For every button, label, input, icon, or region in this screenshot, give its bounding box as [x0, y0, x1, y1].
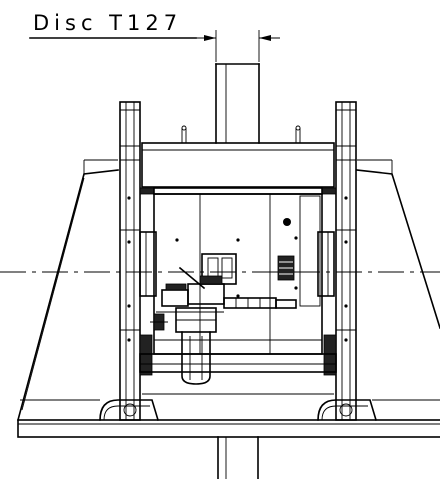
top-beam: [141, 125, 335, 188]
left-pad: [139, 231, 157, 297]
right-foot: [317, 399, 377, 421]
connector-block: [277, 255, 295, 281]
dimension-marker: [196, 30, 280, 62]
filter-canister: [175, 307, 217, 385]
left-post: [119, 101, 141, 421]
outer-housing: [17, 159, 440, 421]
right-pad: [317, 231, 335, 297]
drawing-label: Disc T127: [33, 11, 182, 35]
hatched-bands: [139, 187, 337, 376]
shaft-bottom: [217, 436, 259, 479]
lower-frame: [139, 353, 337, 395]
base-plate: [17, 419, 440, 438]
valve-assembly: [150, 253, 297, 331]
shaft-top: [215, 63, 260, 144]
inner-frame: [153, 193, 323, 355]
right-post: [335, 101, 357, 421]
left-foot: [99, 399, 159, 421]
